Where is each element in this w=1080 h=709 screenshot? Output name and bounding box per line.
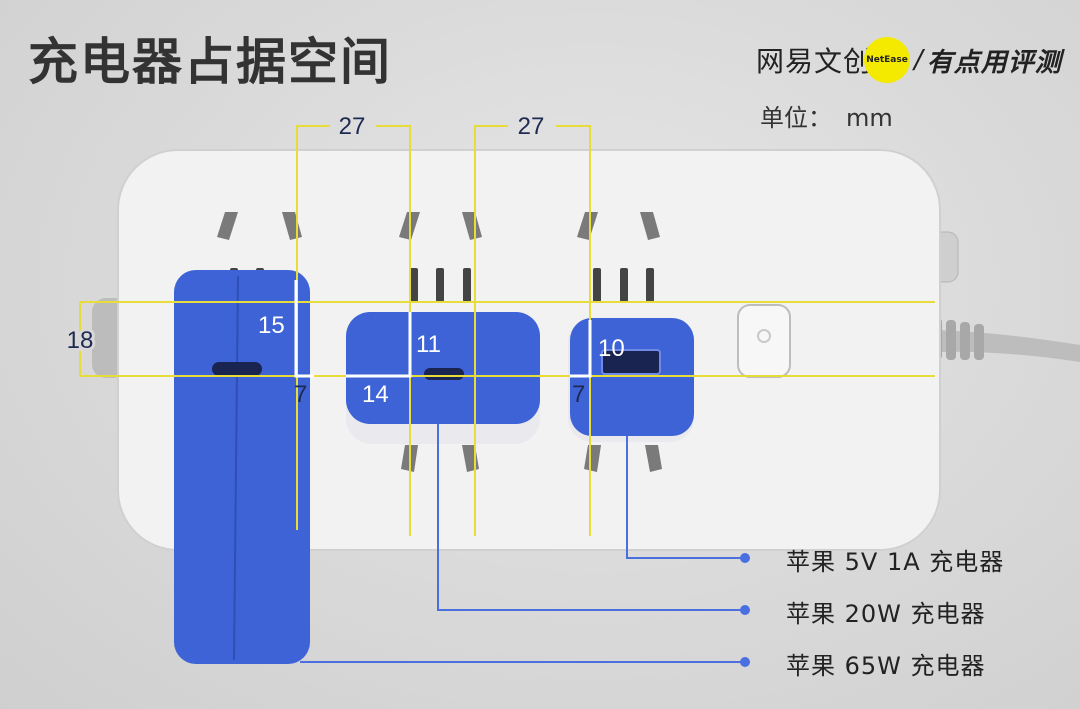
dim-20w-width: 14 [362, 381, 389, 408]
brand-logo: 网易文创 NetEase / 有点用评测 [756, 37, 1062, 83]
dim-5w-height: 10 [598, 335, 625, 362]
charger-65w-seam [233, 275, 239, 661]
brand-subtitle: 有点用评测 [926, 47, 1062, 78]
unit-caption: 单位： [760, 104, 832, 132]
label-charger-5w: 苹果 5V 1A 充电器 [786, 548, 1005, 576]
leader-dots [740, 553, 750, 667]
dim-65w-height: 15 [258, 312, 285, 339]
dimension-guides [79, 125, 935, 536]
charger-65w-body [174, 270, 310, 664]
dim-top-right: 27 [518, 113, 545, 140]
dim-20w-height: 11 [416, 331, 441, 358]
charger-20w-usb-c-port [424, 368, 464, 380]
dim-top-left: 27 [339, 113, 366, 140]
unit-value: mm [846, 104, 893, 132]
unit-label: 单位： mm [760, 98, 893, 133]
brand-name: 网易文创 [756, 45, 873, 78]
power-switch-icon [757, 329, 771, 343]
charger-5w-usb-a-port [601, 349, 661, 375]
leader-lines [300, 424, 742, 663]
dim-height: 18 [67, 327, 94, 354]
page-title: 充电器占据空间 [28, 33, 392, 91]
brand-slash: / [914, 45, 923, 75]
brand-badge: NetEase [864, 37, 911, 83]
inner-dimension-marks [294, 280, 592, 378]
charger-65w-usb-c-port [212, 362, 262, 376]
dim-5w-gap: 7 [572, 381, 585, 408]
label-charger-65w: 苹果 65W 充电器 [786, 652, 986, 680]
dim-65w-gap: 7 [294, 381, 307, 408]
label-charger-20w: 苹果 20W 充电器 [786, 600, 986, 628]
power-cable [935, 330, 1080, 362]
